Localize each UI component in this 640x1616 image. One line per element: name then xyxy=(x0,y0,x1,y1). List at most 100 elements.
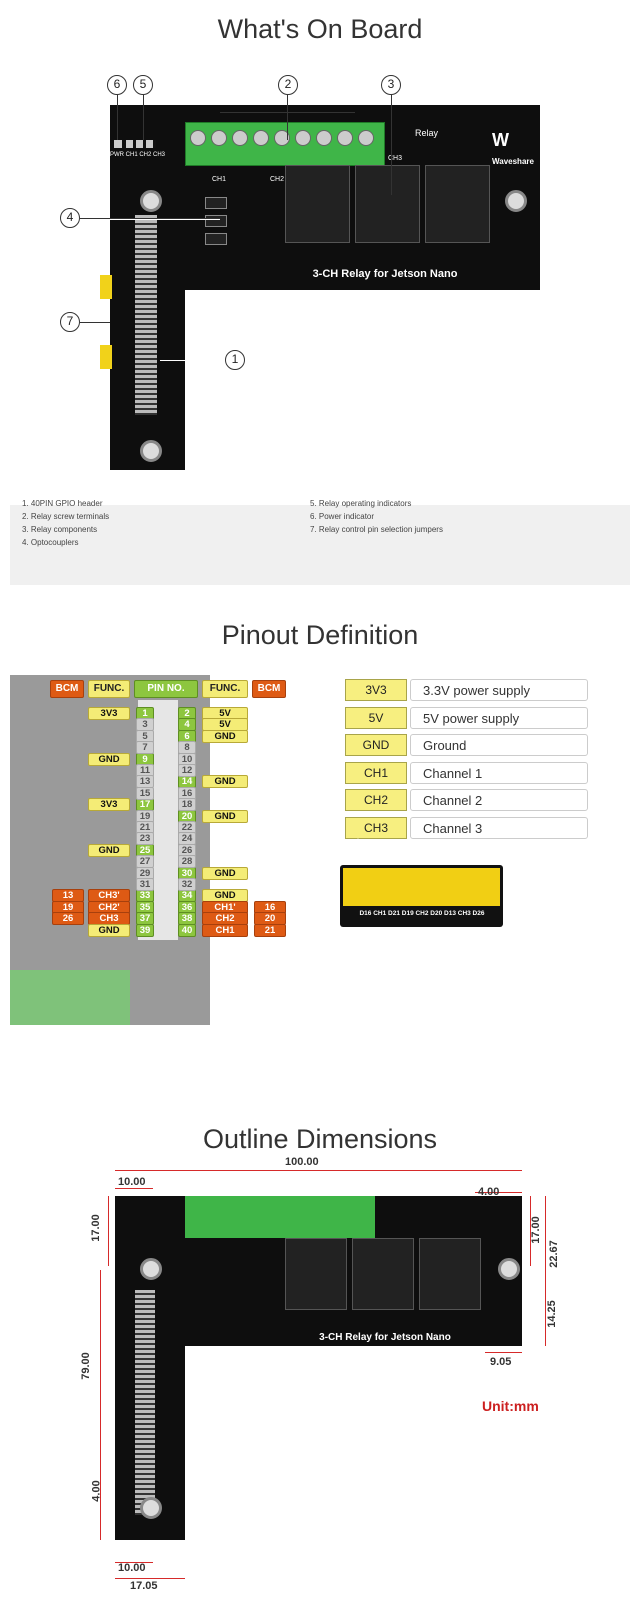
power-indicator-led xyxy=(114,140,122,148)
outline-hole-3 xyxy=(498,1258,520,1280)
pinout-func-left: 3V3 xyxy=(88,707,130,720)
dim-right-offset: 4.00 xyxy=(478,1186,500,1198)
pinout-pin-right: 38 xyxy=(178,912,196,926)
screw-icon xyxy=(337,130,353,146)
relay-silk: Relay xyxy=(415,128,439,138)
dim-width: 100.00 xyxy=(285,1156,319,1168)
pinout-pin-plain-right: 10 xyxy=(178,752,196,766)
pinout-pin-left: 39 xyxy=(136,923,154,937)
callout-1: 1 xyxy=(225,350,245,370)
definition-text: Channel 3 xyxy=(410,816,588,839)
screw-icon xyxy=(232,130,248,146)
pinout-pin-plain-left: 5 xyxy=(136,729,154,743)
outline-gpio-header xyxy=(135,1290,155,1515)
legend-item: 5. Relay operating indicators xyxy=(310,499,412,508)
dim-line-notch xyxy=(485,1352,522,1353)
dim-right-notch: 9.05 xyxy=(490,1356,512,1368)
dim-line-left-top xyxy=(108,1196,109,1266)
legend-item: 4. Optocouplers xyxy=(22,538,79,547)
dim-right-total: 22.67 xyxy=(547,1240,560,1268)
leader-line-5 xyxy=(143,95,144,140)
silk-ch3: CH3 xyxy=(388,155,403,162)
definition-text: 5V power supply xyxy=(410,706,588,729)
mounting-hole-2 xyxy=(140,440,162,462)
legend-item: 6. Power indicator xyxy=(310,512,375,521)
relay-1 xyxy=(285,165,350,243)
leader-line-4 xyxy=(80,218,220,220)
screw-icon xyxy=(295,130,311,146)
definition-text: Channel 1 xyxy=(410,761,588,784)
definition-code: CH2 xyxy=(345,789,407,811)
section-title-outline: Outline Dimensions xyxy=(202,1124,438,1154)
pinout-func-right: CH1 xyxy=(202,923,248,937)
pinout-func-right: GND xyxy=(202,729,248,743)
callout-6: 6 xyxy=(107,75,127,95)
callout-5: 5 xyxy=(133,75,153,95)
screw-row xyxy=(190,128,380,152)
pinout-func-left: GND xyxy=(88,752,130,766)
relay-3 xyxy=(425,165,490,243)
led-labels-silk: PWR CH1 CH2 CH3 xyxy=(110,152,166,158)
legend-item: 1. 40PIN GPIO header xyxy=(22,499,103,508)
legend-item: 7. Relay control pin selection jumpers xyxy=(310,525,443,534)
definition-code: GND xyxy=(345,734,407,756)
dim-left-offset: 10.00 xyxy=(118,1176,146,1188)
outline-relay-1 xyxy=(285,1238,347,1310)
speech-pointer xyxy=(348,838,368,858)
pinout-pin-right: 40 xyxy=(178,923,196,937)
silk-ch1: CH1 xyxy=(212,176,227,183)
screw-icon xyxy=(274,130,290,146)
dim-line-bottom-inner xyxy=(115,1562,153,1563)
mounting-hole-3 xyxy=(505,190,527,212)
jumper-2 xyxy=(100,345,112,369)
pinout-header-bcm-right: BCM xyxy=(252,680,286,698)
optocoupler-1 xyxy=(205,197,227,209)
section-title-pinout: Pinout Definition xyxy=(221,620,419,650)
screw-icon xyxy=(358,130,374,146)
pinout-pin-plain-right: 32 xyxy=(178,878,196,891)
dim-line-left-offset xyxy=(115,1188,153,1189)
leader-line-3 xyxy=(391,95,392,195)
mounting-hole-1 xyxy=(140,190,162,212)
outline-relay-2 xyxy=(352,1238,414,1310)
definition-code: 3V3 xyxy=(345,679,407,701)
dim-bottom-width: 17.05 xyxy=(130,1580,158,1592)
outline-hole-1 xyxy=(140,1258,162,1280)
dim-right-top: 17.00 xyxy=(529,1216,542,1244)
silk-ch2: CH2 xyxy=(270,176,285,183)
relay-2 xyxy=(355,165,420,243)
pinout-pin-right: 4 xyxy=(178,718,196,732)
pinout-pin-plain-left: 15 xyxy=(136,786,154,800)
callout-2: 2 xyxy=(278,75,298,95)
definition-code: CH1 xyxy=(345,761,407,784)
pinout-header-func-left: FUNC. xyxy=(88,680,130,698)
leader-line-1 xyxy=(160,360,225,361)
pinout-pin-plain-left: 7 xyxy=(136,741,154,755)
dim-line-bottom-width xyxy=(115,1578,185,1579)
dim-line-right-total xyxy=(545,1196,546,1296)
relay-indicator-leds xyxy=(126,140,156,148)
pinout-pin-plain-left: 31 xyxy=(136,878,154,891)
screw-icon xyxy=(190,130,206,146)
outline-hole-2 xyxy=(140,1497,162,1519)
dim-line-left-height xyxy=(100,1270,101,1540)
legend-item: 2. Relay screw terminals xyxy=(22,512,110,521)
outline-board-name: 3-CH Relay for Jetson Nano xyxy=(319,1332,451,1343)
callout-7: 7 xyxy=(60,312,80,332)
pinout-pin-plain-left: 27 xyxy=(136,855,154,869)
definition-text: Ground xyxy=(410,734,588,756)
pinout-func-right: GND xyxy=(202,775,248,789)
dim-left-height: 79.00 xyxy=(79,1352,92,1380)
outline-screw-terminal xyxy=(185,1196,375,1238)
screw-icon xyxy=(253,130,269,146)
dim-line-right-top xyxy=(530,1196,531,1266)
pinout-pin-plain-left: 11 xyxy=(136,764,154,777)
dim-bottom-inner: 10.00 xyxy=(118,1562,146,1574)
dim-left-top: 17.00 xyxy=(89,1214,102,1242)
dim-left-bottom: 4.00 xyxy=(90,1480,103,1502)
optocoupler-3 xyxy=(205,233,227,245)
pinout-header-pinno: PIN NO. xyxy=(134,680,198,698)
screw-icon xyxy=(211,130,227,146)
pinout-func-left: 3V3 xyxy=(88,798,130,812)
pinout-header-bcm-left: BCM xyxy=(50,680,84,698)
